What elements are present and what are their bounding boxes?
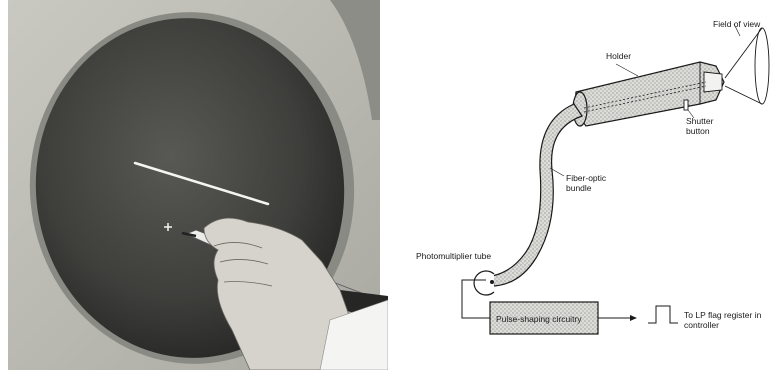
label-holder: Holder (606, 51, 631, 61)
shutter-button (684, 100, 688, 110)
label-field-of-view: Field of view (713, 19, 760, 29)
label-photomultiplier-tube: Photomultiplier tube (416, 251, 496, 261)
label-pulse-shaping: Pulse-shaping circuitry (496, 314, 582, 324)
field-of-view-cone (725, 28, 762, 104)
label-to-lp-flag: To LP flag register in controller (684, 310, 774, 330)
label-shutter-button: Shutter button (686, 116, 726, 136)
field-of-view-ellipse (755, 28, 769, 104)
fiber-optic-bundle (492, 104, 582, 286)
label-fiber-optic-bundle: Fiber-optic bundle (566, 173, 622, 193)
light-pen-photo (0, 0, 388, 370)
pulse-symbol (648, 306, 678, 323)
